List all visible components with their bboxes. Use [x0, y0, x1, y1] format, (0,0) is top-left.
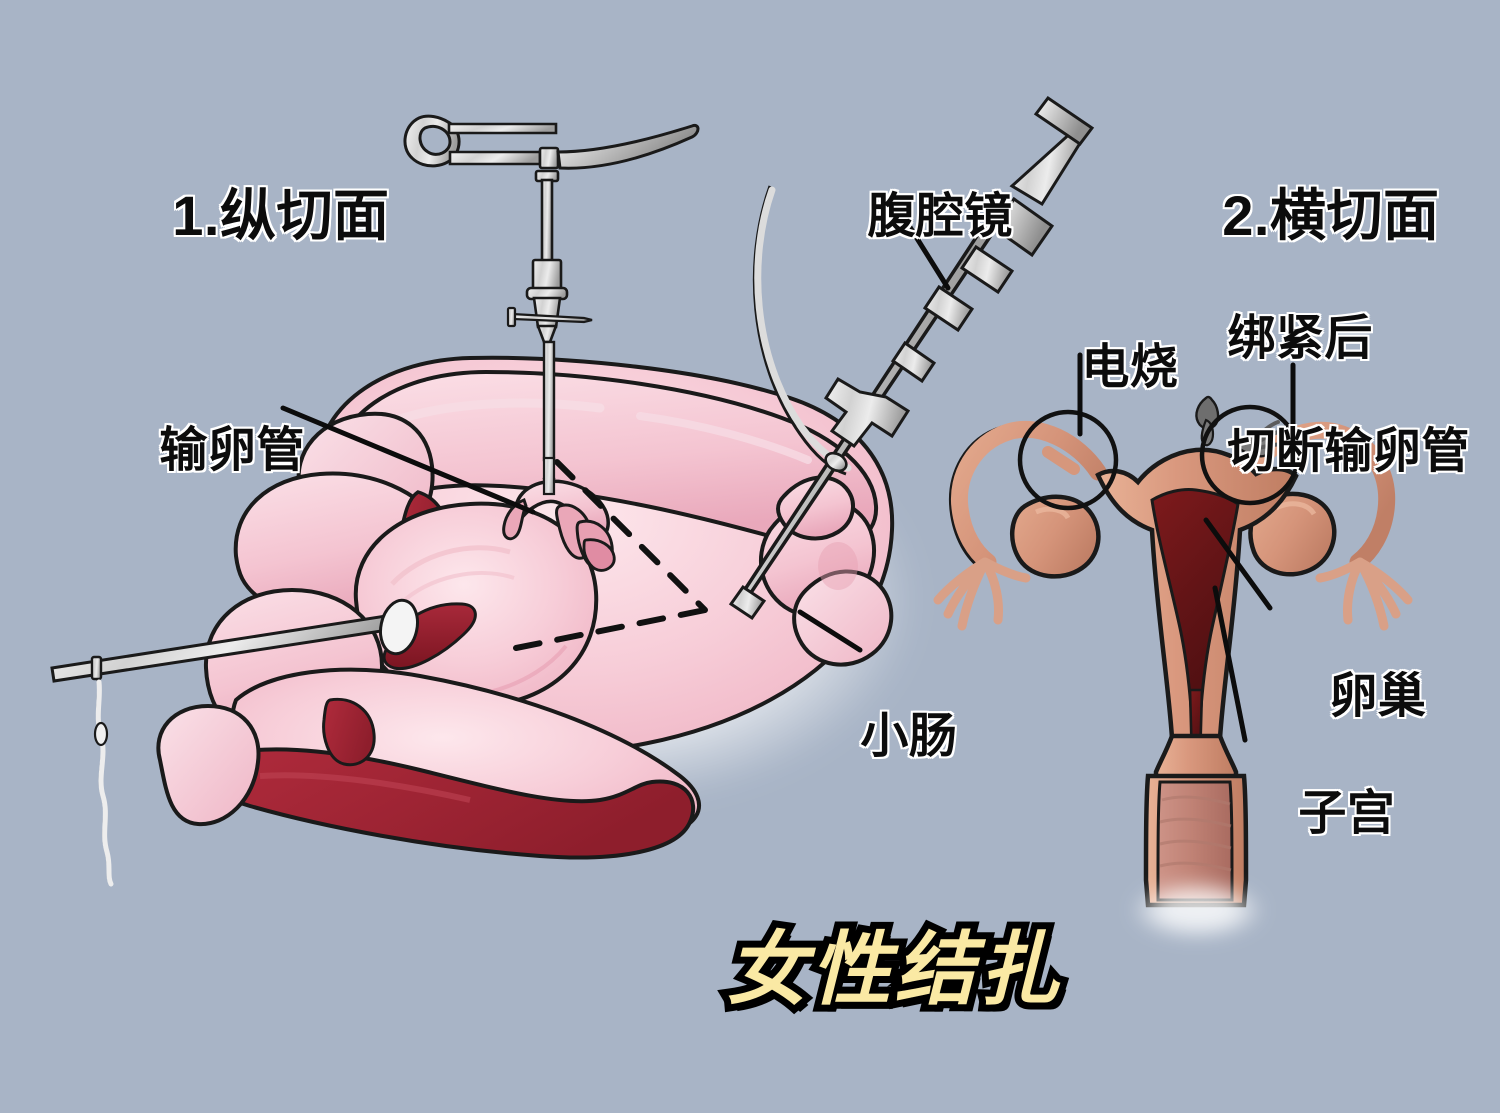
tissue-tongue-lower-left [156, 703, 261, 827]
label-small-intestine: 小肠 [805, 659, 957, 814]
uterine-manipulator-icon [50, 598, 419, 887]
leader-line-fallopian-tube [280, 405, 536, 515]
uterus-contour-1 [390, 545, 511, 586]
label-laparoscope: 腹腔镜 [812, 139, 1013, 294]
panel-heading-coronal: 2.横切面 [1158, 126, 1439, 307]
ovary-right-highlight [1274, 501, 1317, 516]
label-cut-after-tying: 绑紧后 切断输卵管 [1172, 254, 1470, 537]
medical-illustration-artwork [50, 95, 1413, 940]
forceps-lower-arm [448, 150, 542, 166]
trocar-crossbar [510, 312, 593, 324]
illustration-canvas: 1.纵切面 2.横切面 输卵管 腹腔镜 小肠 电烧 绑紧后 切断输卵管 卵巢 子… [50, 95, 1470, 1021]
label-fallopian-tube-text: 输卵管 [159, 423, 305, 477]
ovary-left-highlight [1035, 506, 1071, 520]
forceps-ring-handle [403, 114, 461, 168]
panel-heading-coronal-text: 2.横切面 [1222, 184, 1440, 248]
label-ovary-text: 卵巢 [1329, 669, 1427, 723]
label-laparoscope-text: 腹腔镜 [867, 189, 1013, 243]
sagittal-section-illustration [50, 95, 1095, 887]
laparoscope-neck [991, 196, 1055, 258]
laparoscope-barrel-ring-2 [959, 244, 1015, 295]
manipulator-collar [90, 655, 103, 681]
tube-left [950, 420, 1107, 571]
laparoscope-ring-1 [890, 340, 937, 384]
coronal-uterus-illustration [933, 395, 1413, 940]
label-electrocautery-text: 电烧 [1081, 340, 1179, 394]
ruga-3 [1159, 839, 1232, 850]
label-electrocautery: 电烧 [1026, 290, 1178, 445]
ring-forceps-icon [403, 114, 700, 170]
laparoscope-icon [728, 95, 1095, 621]
fimbriae-fringe [582, 538, 616, 572]
tube-right [1243, 421, 1396, 571]
forceps-upper-arm [447, 122, 558, 135]
ruga-4 [1159, 861, 1232, 872]
uterus-contour-2 [398, 571, 515, 606]
label-uterus-text: 子宫 [1298, 786, 1396, 840]
view-cone-line-bottom [513, 607, 708, 651]
trocar-upper-shaft [540, 178, 554, 264]
leader-line-ovary [1203, 517, 1273, 611]
dashed-view-cone-icon [513, 459, 708, 651]
vagina-fade [1130, 880, 1265, 940]
fallopian-tube-sagittal [502, 479, 616, 572]
vagina-rugae [1159, 795, 1232, 872]
main-title-text: 女性结扎 [720, 918, 1066, 1021]
fimbriae-left [933, 557, 1031, 631]
laparoscope-eyepiece-cap [1033, 95, 1095, 147]
trocar-needle-shaft [542, 340, 556, 462]
curved-probe-joint [824, 451, 848, 473]
laparoscope-valve-body [823, 376, 911, 449]
lumen-red-lower [322, 697, 376, 767]
forceps-curved-jaw [556, 123, 700, 170]
uterine-cavity-slit [382, 602, 477, 671]
manipulator-balloon-tip [379, 598, 419, 656]
forceps-hinge [538, 146, 560, 170]
panel-heading-sagittal-text: 1.纵切面 [172, 184, 390, 248]
laparoscope-tip [728, 584, 767, 621]
manipulator-string-bead [93, 721, 109, 747]
trocar-tip-cone [536, 324, 558, 344]
label-fallopian-tube: 输卵管 [104, 373, 305, 528]
trocar-body-upper [531, 258, 563, 292]
ruga-2 [1159, 817, 1232, 828]
label-uterus: 子宫 [1243, 736, 1395, 891]
laparoscope-eyepiece-cone [1009, 127, 1084, 207]
endometrial-cavity [1150, 488, 1240, 724]
rectum-highlight [259, 772, 471, 803]
trocar-in-tissue [542, 456, 556, 496]
leader-line-laparoscope [890, 197, 951, 291]
panel-heading-sagittal: 1.纵切面 [108, 126, 389, 307]
fimbriae-right [1315, 557, 1413, 631]
circle-highlight-icon-left [1017, 409, 1119, 511]
trocar-icon [506, 169, 593, 496]
label-small-intestine-text: 小肠 [860, 709, 958, 763]
label-ovary: 卵巢 [1274, 619, 1426, 774]
clip-prongs [1254, 420, 1286, 450]
ruga-1 [1161, 795, 1231, 806]
label-cut-after-tying-line2: 切断输卵管 [1227, 424, 1470, 478]
small-intestine-loop-2 [792, 569, 894, 667]
trocar-crossbar-knob [506, 306, 517, 328]
leader-lines-group [280, 197, 1296, 743]
label-cut-after-tying-line1: 绑紧后 [1227, 311, 1373, 365]
bowel-highlight-2 [636, 412, 812, 464]
laparoscope-barrel-ring [922, 284, 975, 333]
circle-highlight-icon-right [1199, 404, 1301, 506]
trocar-body-lower [532, 296, 562, 329]
leader-line-uterus [1212, 585, 1248, 743]
tube-left-cut-segment [1042, 446, 1080, 475]
tube-proximal [502, 498, 528, 541]
main-title: 女性结扎 [622, 813, 1066, 1113]
leader-line-small-intestine [797, 609, 863, 653]
view-cone-line-top [554, 459, 708, 613]
ovary-left [1009, 494, 1101, 579]
fimbriae-right-fringe [1315, 557, 1413, 631]
fimbriae-left-fringe [933, 557, 1031, 631]
manipulator-string [95, 679, 114, 887]
small-intestine-shading [818, 542, 858, 590]
